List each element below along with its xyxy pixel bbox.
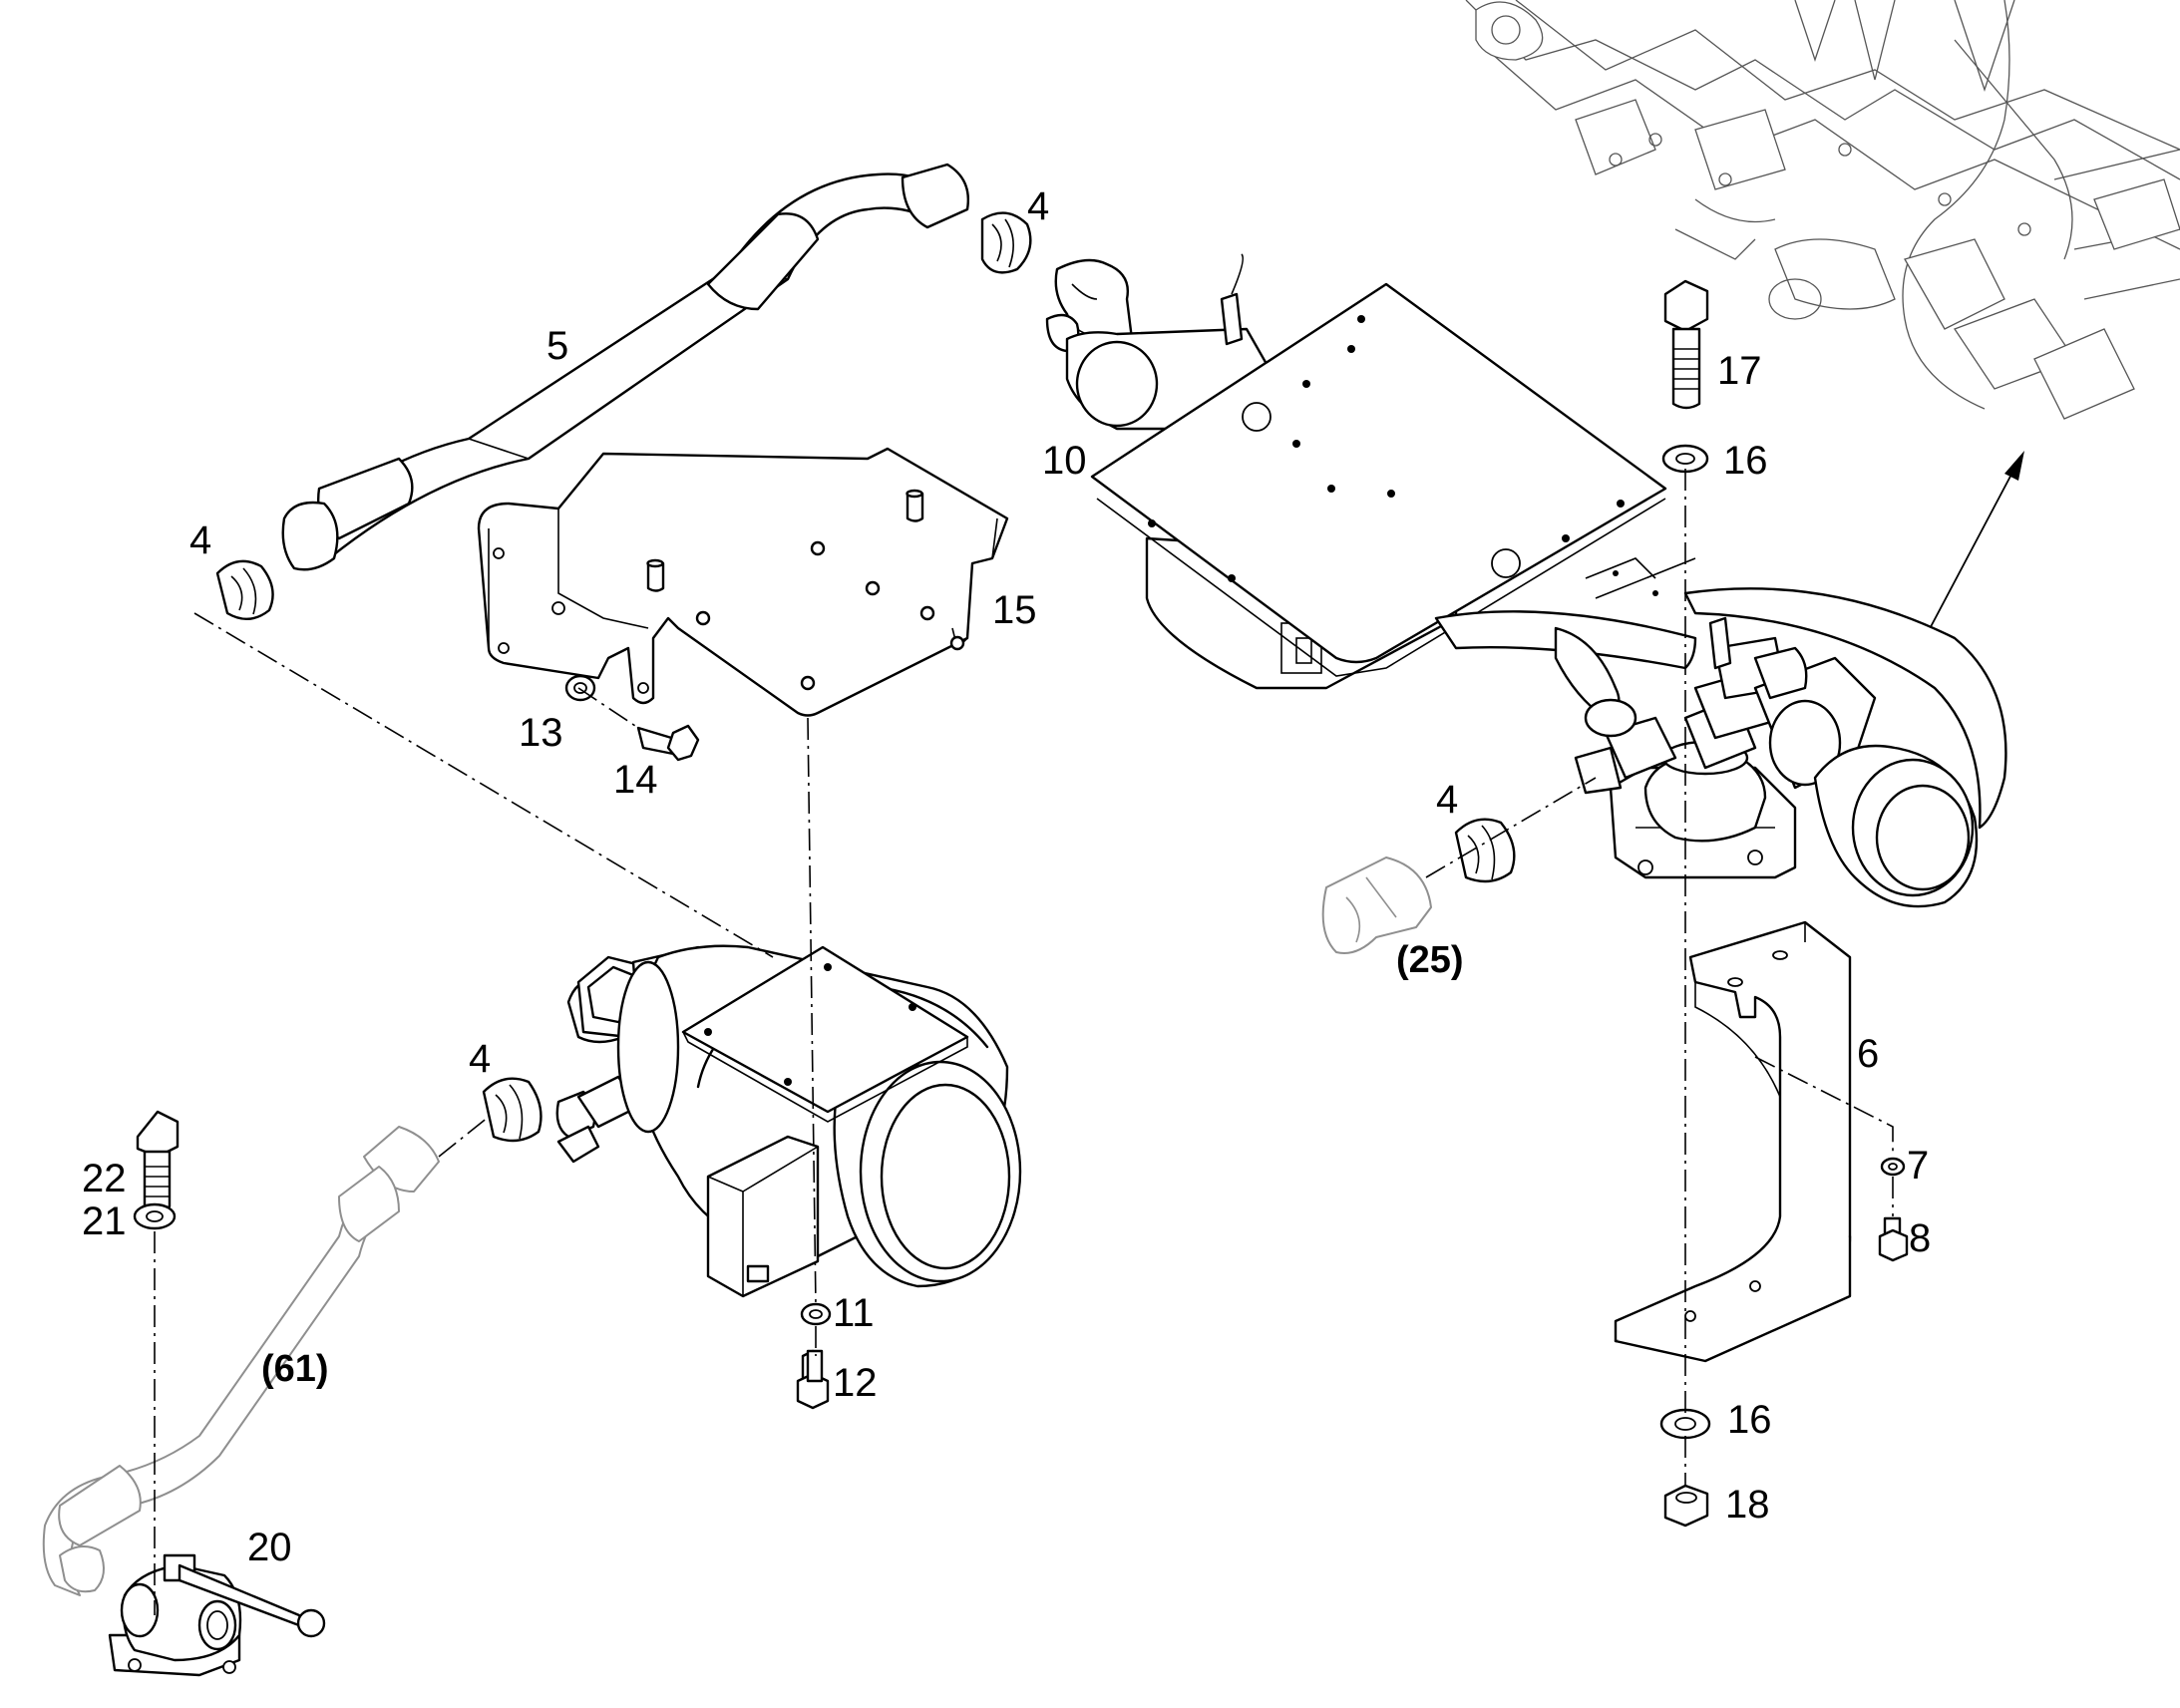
bracket-15 bbox=[477, 447, 1009, 717]
bolt-12 bbox=[796, 1349, 830, 1410]
fitting-4-top bbox=[980, 211, 1032, 274]
callout-4-mid: 4 bbox=[469, 1037, 491, 1081]
bolt-22 bbox=[136, 1110, 180, 1212]
fitting-4-right bbox=[1454, 818, 1516, 883]
hose-5 bbox=[281, 163, 969, 571]
callout-20: 20 bbox=[247, 1526, 292, 1569]
bolt-17 bbox=[1663, 279, 1709, 410]
ghost-hose-61 bbox=[42, 1126, 440, 1596]
callout-22: 22 bbox=[82, 1157, 127, 1200]
washer-7 bbox=[1880, 1157, 1906, 1177]
callout-16-top: 16 bbox=[1723, 439, 1768, 483]
valve-block bbox=[1574, 616, 1979, 908]
callout-13: 13 bbox=[519, 711, 563, 755]
callout-15: 15 bbox=[992, 588, 1037, 632]
nut-18 bbox=[1663, 1484, 1709, 1528]
callout-6: 6 bbox=[1857, 1032, 1879, 1076]
ghost-fitting-25 bbox=[1321, 856, 1432, 954]
callout-25: (25) bbox=[1396, 939, 1464, 981]
ball-valve-20 bbox=[108, 1553, 326, 1677]
callout-4-left: 4 bbox=[189, 518, 211, 562]
callout-4-top: 4 bbox=[1027, 184, 1049, 228]
callout-11: 11 bbox=[833, 1291, 875, 1335]
callout-61: (61) bbox=[261, 1348, 329, 1390]
washer-21 bbox=[133, 1202, 177, 1230]
bolt-14 bbox=[636, 724, 700, 762]
washer-16-bottom bbox=[1659, 1408, 1711, 1440]
callout-12: 12 bbox=[833, 1361, 878, 1405]
callout-17: 17 bbox=[1717, 349, 1762, 393]
assembly-center-lines bbox=[154, 469, 1894, 1615]
bolt-8 bbox=[1878, 1216, 1909, 1262]
callout-18: 18 bbox=[1725, 1483, 1770, 1527]
motor-assembly bbox=[555, 944, 1022, 1298]
callout-4-right: 4 bbox=[1436, 778, 1458, 822]
callout-16-bottom: 16 bbox=[1727, 1398, 1772, 1442]
callout-10: 10 bbox=[1042, 439, 1087, 483]
washer-11 bbox=[800, 1302, 832, 1326]
fitting-4-left bbox=[215, 559, 274, 620]
bracket-6 bbox=[1614, 920, 1852, 1363]
callout-labels: 4 5 4 10 15 13 14 17 16 4 (25) 6 7 8 4 2… bbox=[82, 184, 1931, 1569]
callout-8: 8 bbox=[1909, 1216, 1931, 1260]
vehicle-frame-context bbox=[1465, 0, 2180, 639]
callout-7: 7 bbox=[1907, 1144, 1929, 1188]
pump-assembly-10 bbox=[1045, 253, 2007, 830]
callout-14: 14 bbox=[613, 758, 658, 802]
callout-21: 21 bbox=[82, 1199, 127, 1243]
washer-16-top bbox=[1661, 444, 1709, 474]
fitting-4-mid bbox=[482, 1077, 543, 1143]
callout-5: 5 bbox=[546, 324, 568, 368]
